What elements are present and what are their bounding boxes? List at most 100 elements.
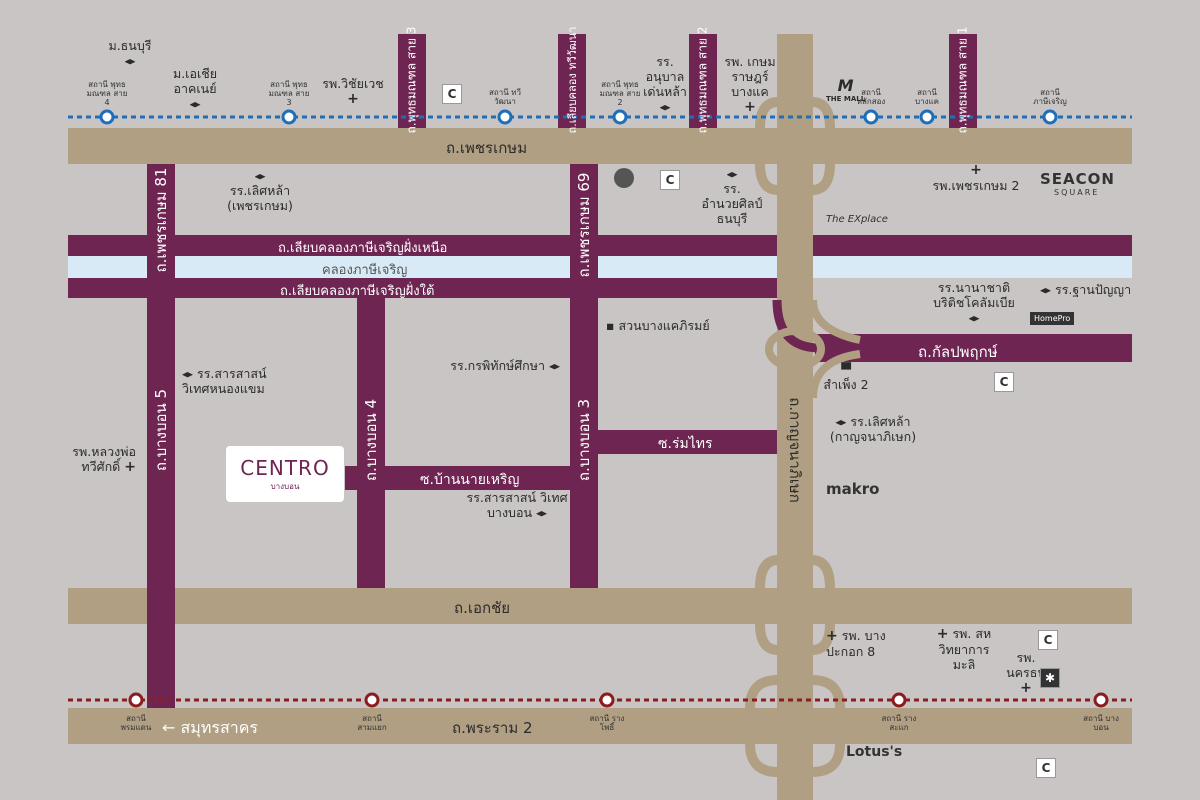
park-bench-icon: ▪ bbox=[606, 318, 615, 333]
hospital-icon: + bbox=[1020, 680, 1032, 696]
poi-thanpanya: รร.ฐานปัญญา bbox=[1040, 282, 1131, 297]
label-phutthamonthon2: ถ.พุทธมณฑล สาย 2 bbox=[695, 26, 710, 134]
poi-sampheng2: ▀ สำเพ็ง 2 bbox=[823, 362, 869, 392]
road-kanlapaphruek bbox=[815, 334, 1132, 362]
poi-makro: makro bbox=[826, 480, 880, 498]
poi-loetla-kc: รร.เลิศหล้า (กาญจนาภิเษก) bbox=[829, 414, 917, 444]
poi-homepro: HomePro bbox=[1030, 312, 1075, 325]
hospital-icon: + bbox=[970, 162, 982, 178]
label-ekkachai: ถ.เอกชัย bbox=[454, 599, 511, 617]
station-red-2: สถานี สามแยก bbox=[357, 714, 387, 732]
poi-bcis: รร.นานาชาติ บริติชโคลัมเบีย bbox=[924, 280, 1024, 325]
direction-samut-sakhon: ← สมุทรสาคร bbox=[162, 716, 258, 741]
label-phutthamonthon3: ถ.พุทธมณฑล สาย 3 bbox=[404, 26, 419, 134]
label-canal: คลองภาษีเจริญ bbox=[322, 263, 408, 278]
school-icon bbox=[659, 105, 671, 111]
poi-vichaivej: รพ.วิชัยเวช + bbox=[322, 76, 384, 107]
poi-sahavi: + รพ. สหวิทยาการ มะลิ bbox=[936, 626, 992, 672]
road-phutthamonthon1-stub bbox=[949, 34, 977, 128]
canal-phasi-charoen bbox=[68, 256, 1132, 278]
school-icon bbox=[835, 420, 847, 426]
road-ekkachai bbox=[68, 588, 1132, 624]
label-bangbon4: ถ.บางบอน 4 bbox=[362, 398, 380, 482]
project-sub: บางบอน bbox=[270, 482, 300, 491]
arrow-left-icon: ← bbox=[162, 718, 176, 737]
central-logo-icon-3: C bbox=[994, 372, 1014, 392]
poi-bangpakok8: + รพ. บางปะกอก 8 bbox=[826, 628, 886, 659]
label-rama2: ถ.พระราม 2 bbox=[452, 719, 533, 737]
road-bangbon4 bbox=[357, 296, 385, 588]
label-phetkasem: ถ.เพชรเกษม bbox=[446, 139, 528, 157]
poi-themall: M THE MALL bbox=[826, 76, 866, 103]
label-bangbon5: ถ.บางบอน 5 bbox=[152, 388, 170, 472]
label-canal-south: ถ.เลียบคลองภาษีเจริญฝั่งใต้ bbox=[280, 284, 435, 299]
direction-label: สมุทรสาคร bbox=[180, 718, 259, 737]
school-icon bbox=[182, 372, 193, 378]
hospital-icon: + bbox=[826, 628, 838, 644]
road-phutthamonthon2-stub bbox=[689, 34, 717, 128]
station-blue-2: สถานี พุทธมณฑล สาย 3 bbox=[268, 80, 310, 107]
project-name: CENTRO bbox=[240, 456, 330, 480]
road-soi-bannai bbox=[345, 466, 570, 490]
poi-kornpitak: รร.กรพิทักษ์ศึกษา bbox=[430, 358, 560, 373]
label-liab-thawiwatthana: ถ.เลียบคลอง ทวีวัฒนา bbox=[566, 26, 579, 134]
label-phetkasem69: ถ.เพชรเกษม 69 bbox=[575, 172, 593, 278]
poi-nakhonthon: รพ. นครธน + bbox=[1006, 650, 1046, 696]
road-rama2 bbox=[68, 708, 1132, 744]
school-icon bbox=[968, 316, 980, 322]
label-soi-romsai: ซ.ร่มไทร bbox=[658, 436, 713, 452]
road-bangbon5-south bbox=[147, 624, 175, 708]
school-icon bbox=[726, 172, 738, 178]
poi-suan-bangkae: ▪ สวนบางแคภิรมย์ bbox=[606, 318, 710, 333]
road-canal-south bbox=[68, 278, 778, 298]
hospital-icon: + bbox=[124, 459, 136, 475]
shop-icon: ▀ bbox=[841, 362, 851, 377]
poi-luangpor: รพ.หลวงพ่อ ทวีศักดิ์ + bbox=[72, 444, 136, 475]
station-blue-1: สถานี พุทธมณฑล สาย 4 bbox=[86, 80, 128, 107]
school-icon bbox=[536, 511, 548, 517]
station-red-5: สถานี บางบอน bbox=[1083, 714, 1119, 732]
station-blue-4: สถานี พุทธมณฑล สาย 2 bbox=[599, 80, 641, 107]
central-logo-icon-5: C bbox=[1036, 758, 1056, 778]
school-icon bbox=[189, 102, 201, 108]
label-bangbon3: ถ.บางบอน 3 bbox=[575, 398, 593, 482]
poi-kasemrad: รพ. เกษมราษฎร์ บางแค + bbox=[724, 54, 776, 115]
poi-dhonburi-uni: ม.ธนบุรี bbox=[100, 38, 160, 68]
station-blue-5: สถานี หลักสอง bbox=[856, 88, 886, 106]
poi-lotus: Lotus's bbox=[846, 744, 903, 760]
label-kanchanaphisek: ถ.กาญจนาภิเษก bbox=[786, 397, 804, 503]
central-logo-icon: C bbox=[442, 84, 462, 104]
poi-seacon: SEACON SQUARE bbox=[1040, 170, 1115, 197]
road-phetkasem bbox=[68, 128, 1132, 164]
station-red-4: สถานี รางสะแก bbox=[881, 714, 917, 732]
bigc-logo-icon: ✱ bbox=[1040, 668, 1060, 688]
school-icon bbox=[254, 174, 266, 180]
label-phetkasem81: ถ.เพชรเกษม 81 bbox=[152, 167, 170, 273]
label-phutthamonthon1: ถ.พุทธมณฑล สาย 1 bbox=[955, 26, 970, 134]
central-logo-icon-4: C bbox=[1038, 630, 1058, 650]
road-liab-thawiwatthana-stub bbox=[558, 34, 586, 128]
poi-sarasas-bangbon: รร.สารสาสน์ วิเทศบางบอน bbox=[466, 490, 568, 520]
poi-loetla-pk: รร.เลิศหล้า (เพชรเกษม) bbox=[210, 168, 310, 213]
label-kanlapaphruek: ถ.กัลปพฤกษ์ bbox=[918, 343, 998, 361]
label-soi-bannai: ซ.บ้านนายเหริญ bbox=[420, 472, 520, 488]
label-canal-north: ถ.เลียบคลองภาษีเจริญฝั่งเหนือ bbox=[278, 241, 448, 256]
poi-amnuay: รร. อำนวยศิลป์ ธนบุรี bbox=[692, 166, 772, 226]
poi-phetkasem2-hosp: + รพ.เพชรเกษม 2 bbox=[932, 162, 1020, 194]
hospital-icon: + bbox=[936, 626, 949, 642]
hospital-icon: + bbox=[744, 99, 756, 115]
coffee-logo-icon bbox=[614, 168, 634, 188]
station-red-3: สถานี รางโพธิ์ bbox=[589, 714, 625, 732]
poi-sau: ม.เอเชีย อาคเนย์ bbox=[160, 66, 230, 111]
station-blue-3: สถานี ทวีวัฒนา bbox=[489, 88, 521, 106]
central-logo-icon-2: C bbox=[660, 170, 680, 190]
road-canal-north bbox=[68, 235, 1132, 256]
station-red-1: สถานี พรมแดน bbox=[120, 714, 152, 732]
station-blue-7: สถานี ภาษีเจริญ bbox=[1033, 88, 1067, 106]
road-soi-romsai bbox=[598, 430, 778, 454]
hospital-icon: + bbox=[347, 91, 359, 107]
road-phutthamonthon3-stub bbox=[398, 34, 426, 128]
project-centro-bangbon[interactable]: CENTRO บางบอน bbox=[226, 446, 344, 502]
station-blue-6: สถานี บางแค bbox=[915, 88, 939, 106]
